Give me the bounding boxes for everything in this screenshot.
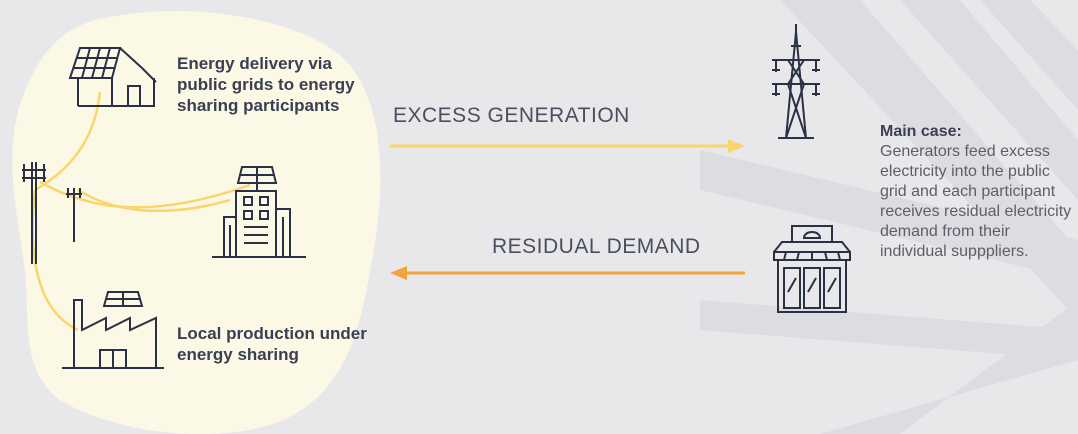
residual-demand-arrow	[390, 266, 745, 280]
main-case-title: Main case:	[880, 123, 962, 140]
excess-generation-arrow	[390, 139, 745, 153]
transmission-tower-icon	[772, 24, 820, 139]
main-case-body: Generators feed excess electricity into …	[880, 143, 1072, 260]
power-poles-icon	[22, 162, 82, 264]
office-building-icon	[212, 166, 306, 258]
house-solar-icon	[68, 47, 157, 107]
energy-delivery-label: Energy delivery via public grids to ener…	[177, 54, 355, 115]
shop-icon	[773, 225, 851, 313]
factory-icon	[62, 291, 164, 369]
local-production-label: Local production under energy sharing	[177, 324, 367, 364]
community-blob	[12, 11, 381, 434]
residual-demand-label: RESIDUAL DEMAND	[492, 235, 701, 258]
excess-generation-label: EXCESS GENERATION	[393, 104, 630, 127]
